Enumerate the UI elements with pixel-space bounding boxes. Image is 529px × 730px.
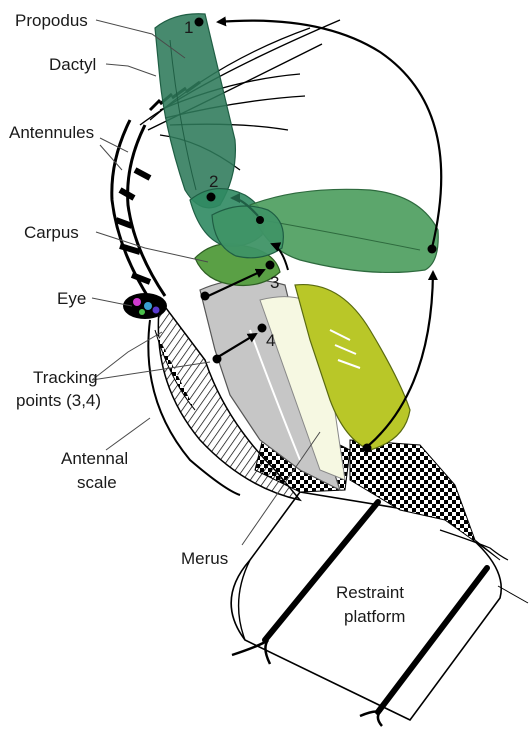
label-antennules: Antennules <box>9 123 94 142</box>
label-carpus: Carpus <box>24 223 79 242</box>
label-antennal-scale-line1: Antennal <box>61 449 128 468</box>
label-antennal-scale-line2: scale <box>77 473 117 492</box>
label-dactyl: Dactyl <box>49 55 96 74</box>
label-merus: Merus <box>181 549 228 568</box>
point-3-dot <box>266 261 275 270</box>
label-restraint-line2: platform <box>344 607 405 626</box>
label-tracking-line1: Tracking <box>33 368 98 387</box>
propodus-extended-dot <box>428 245 437 254</box>
point-1-dot <box>195 18 204 27</box>
merus-dot <box>363 444 372 453</box>
point-2-label: 2 <box>209 172 218 191</box>
label-restraint-line1: Restraint <box>336 583 404 602</box>
point-4-label: 4 <box>266 331 275 350</box>
carpus-dot <box>256 216 264 224</box>
point-2-dot <box>207 193 216 202</box>
label-eye: Eye <box>57 289 86 308</box>
label-propodus: Propodus <box>15 11 88 30</box>
tracking-dot-a <box>201 292 210 301</box>
tracking-dot-b <box>213 355 222 364</box>
label-tracking-line2: points (3,4) <box>16 391 101 410</box>
point-1-label: 1 <box>184 18 193 37</box>
point-3-label: 3 <box>270 273 279 292</box>
